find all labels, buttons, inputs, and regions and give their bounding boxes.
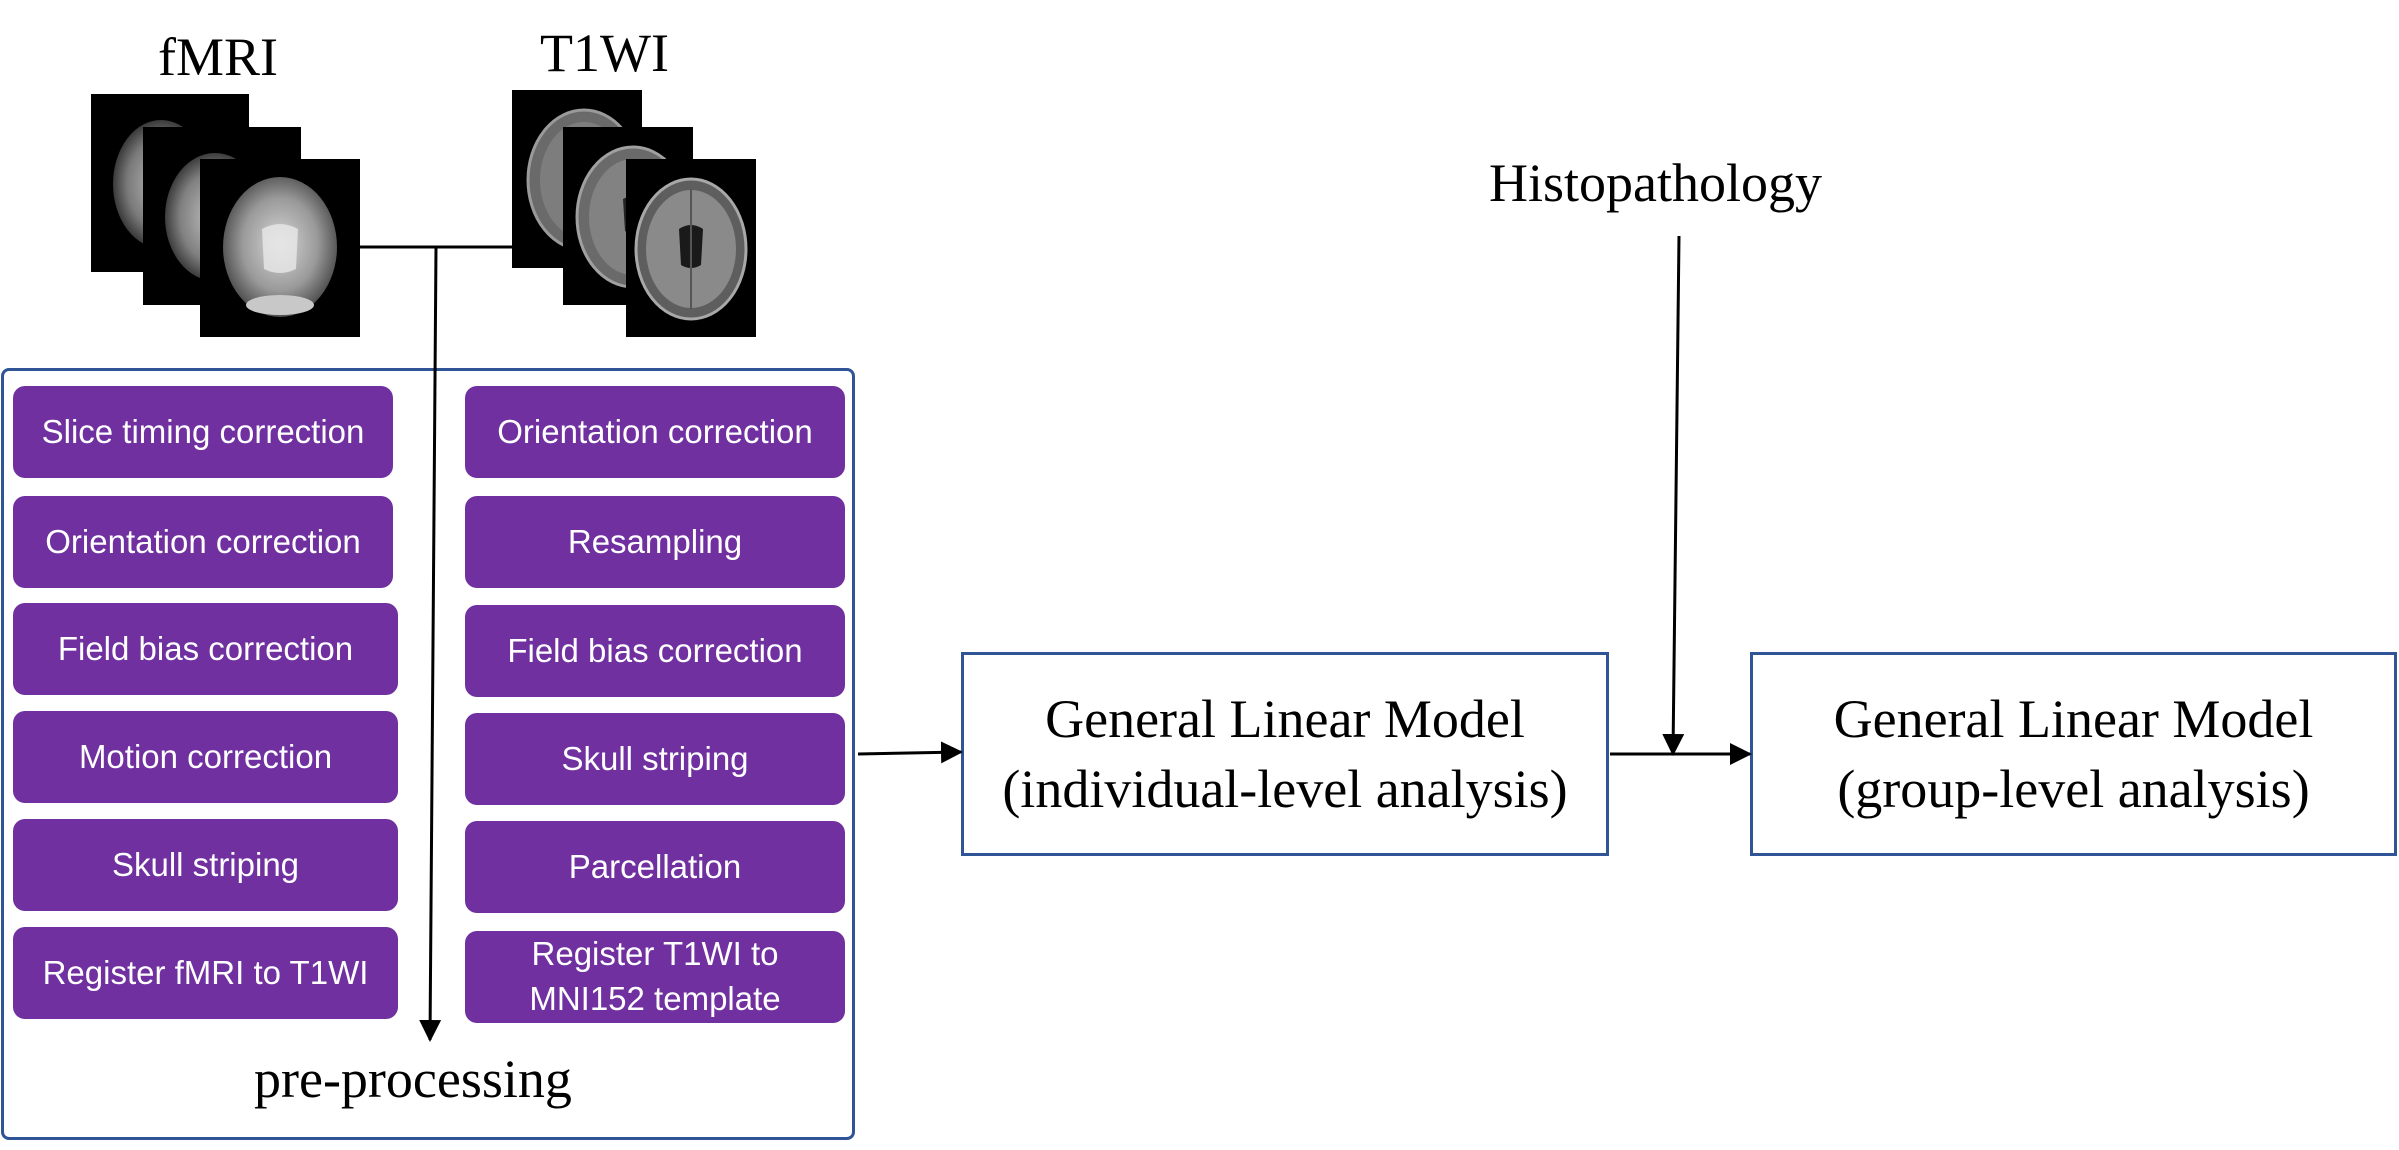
fmri-step-slice-timing-correction: Slice timing correction [13,386,393,478]
preprocessing-label: pre-processing [254,1049,572,1109]
fmri-step-field-bias-correction: Field bias correction [13,603,398,695]
t1wi-step-resampling: Resampling [465,496,845,588]
preprocessing-to-individual-arrow [857,741,963,764]
fmri-label: fMRI [158,27,278,87]
individual-level-model-box: General Linear Model (individual-level a… [961,652,1609,856]
group-level-model-box: General Linear Model (group-level analys… [1750,652,2397,856]
histopathology-label: Histopathology [1489,153,1822,213]
fmri-step-orientation-correction: Orientation correction [13,496,393,588]
t1wi-label: T1WI [540,23,669,83]
individual-model-title: General Linear Model [1045,688,1525,749]
t1wi-step-orientation-correction: Orientation correction [465,386,845,478]
t1wi-slice-image [626,159,756,337]
t1wi-step-field-bias-correction: Field bias correction [465,605,845,697]
t1wi-step-register-to-mni152: Register T1WI to MNI152 template [465,931,845,1023]
t1wi-step-parcellation: Parcellation [465,821,845,913]
fmri-slice-image [200,159,360,337]
preprocessing-panel [1,368,855,1140]
fmri-step-motion-correction: Motion correction [13,711,398,803]
group-model-title: General Linear Model [1833,688,2314,749]
histopathology-arrow [1662,235,1685,756]
preprocessing-entry-arrow [419,246,442,1042]
t1wi-step-skull-striping: Skull striping [465,713,845,805]
individual-model-subtitle: (individual-level analysis) [1002,759,1568,819]
group-model-subtitle: (group-level analysis) [1837,759,2310,819]
fmri-step-skull-striping: Skull striping [13,819,398,911]
fmri-step-register-to-t1wi: Register fMRI to T1WI [13,927,398,1019]
